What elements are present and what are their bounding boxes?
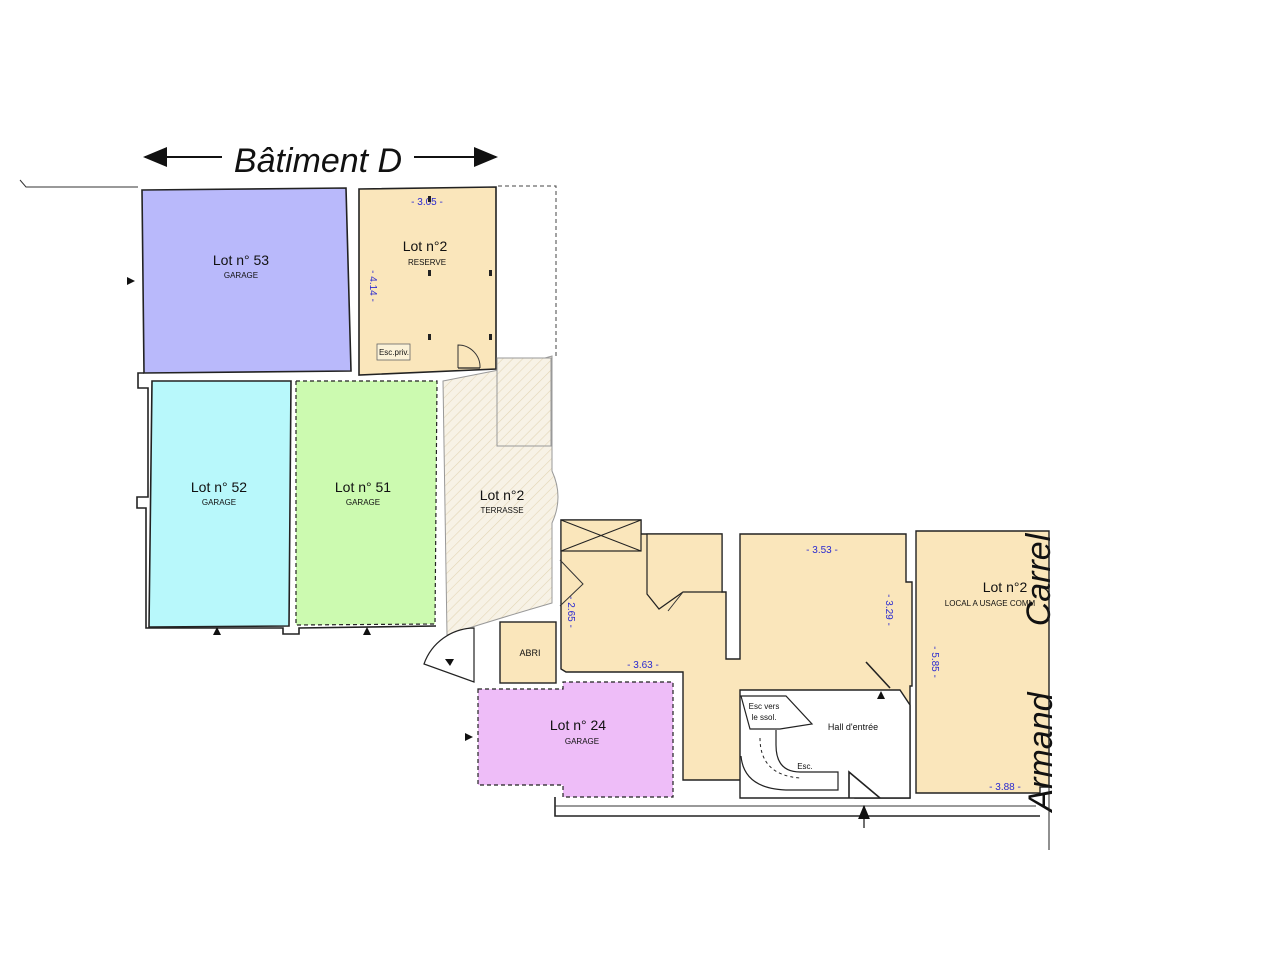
stair-label: Esc. bbox=[797, 762, 813, 771]
lot-2-local-use: LOCAL A USAGE COMM bbox=[945, 599, 1036, 608]
reserve-width-dimension: - 3.05 - bbox=[411, 197, 443, 208]
lot-53-area bbox=[141, 187, 352, 374]
right-room-height-dimension: - 3.29 - bbox=[883, 594, 894, 626]
lot-51-use: GARAGE bbox=[346, 498, 380, 507]
lot-52-use: GARAGE bbox=[202, 498, 236, 507]
garage-outer-wall bbox=[136, 372, 437, 635]
abri-door-swing bbox=[423, 627, 475, 683]
lot-52: Lot n° 52 GARAGE bbox=[148, 380, 292, 628]
hall-label: Hall d'entrée bbox=[828, 722, 878, 732]
lot-2-reserve-use: RESERVE bbox=[408, 258, 446, 267]
street-name-second: Carrel bbox=[1020, 532, 1058, 626]
lot-2-local-title: Lot n°2 bbox=[983, 579, 1028, 595]
street-name-first: Armand bbox=[1022, 691, 1060, 813]
entrance-door-swing bbox=[848, 770, 881, 799]
lot-2-reserve-area bbox=[358, 186, 497, 376]
street-name: Armand Carrel bbox=[1020, 531, 1060, 850]
abri: ABRI bbox=[423, 621, 557, 684]
lot-24-area bbox=[477, 681, 674, 798]
lot-52-title: Lot n° 52 bbox=[191, 479, 247, 495]
corridor-height-dimension: - 2.65 - bbox=[565, 596, 576, 628]
central-width-dimension: - 3.63 - bbox=[627, 660, 659, 671]
abri-area bbox=[499, 621, 557, 684]
entrance-hall: Hall d'entrée Esc vers le ssol. Esc. bbox=[739, 689, 911, 799]
lot-51-title: Lot n° 51 bbox=[335, 479, 391, 495]
reserve-door-swing bbox=[457, 344, 481, 369]
curved-stair bbox=[740, 730, 839, 791]
entry-arrow-lot53 bbox=[127, 277, 135, 285]
right-room-width-dimension: - 3.53 - bbox=[806, 545, 838, 556]
lot-24-use: GARAGE bbox=[565, 737, 599, 746]
entry-arrow-lot52 bbox=[213, 627, 221, 635]
entrance-markers bbox=[127, 277, 885, 828]
hall-door-swing bbox=[865, 661, 891, 689]
lot-24: Lot n° 24 GARAGE bbox=[477, 681, 674, 798]
reserve-dashed-extension bbox=[498, 185, 557, 356]
lot-53-title: Lot n° 53 bbox=[213, 252, 269, 268]
entry-arrow-lot51 bbox=[363, 627, 371, 635]
local-width-dimension: - 3.88 - bbox=[989, 782, 1021, 793]
private-stair-label: Esc.priv. bbox=[379, 348, 409, 357]
lot-2-reserve-title: Lot n°2 bbox=[403, 238, 448, 254]
lot-53: Lot n° 53 GARAGE bbox=[141, 187, 352, 374]
bottom-facade-wall bbox=[554, 797, 1040, 817]
private-stair bbox=[376, 343, 411, 361]
site-boundary-line bbox=[19, 179, 138, 188]
local-height-dimension: - 5.85 - bbox=[929, 646, 940, 678]
stair-basement-line1: Esc vers bbox=[749, 702, 780, 711]
lot-2-reserve: Lot n°2 RESERVE - 3.05 - - 4.14 - Esc.pr… bbox=[358, 185, 557, 376]
abri-label: ABRI bbox=[519, 648, 540, 658]
lot-51-area bbox=[295, 380, 438, 626]
closet-door-swing bbox=[667, 591, 684, 612]
entry-arrow-lot24 bbox=[465, 733, 473, 741]
building-title-group: Bâtiment D bbox=[143, 142, 498, 180]
entry-arrow-terrasse bbox=[445, 659, 454, 666]
building-title: Bâtiment D bbox=[234, 142, 402, 180]
lot-51: Lot n° 51 GARAGE bbox=[295, 380, 438, 626]
terrasse-hatched-block bbox=[496, 357, 552, 447]
lot-2-terrasse-title: Lot n°2 bbox=[480, 487, 525, 503]
corridor-door-swing bbox=[559, 559, 584, 607]
lot-53-use: GARAGE bbox=[224, 271, 258, 280]
stair-basement-line2: le ssol. bbox=[752, 713, 777, 722]
lot-24-title: Lot n° 24 bbox=[550, 717, 606, 733]
lot-2-terrasse-use: TERRASSE bbox=[480, 506, 523, 515]
reserve-height-dimension: - 4.14 - bbox=[367, 270, 378, 302]
entry-arrow-hall bbox=[877, 691, 885, 699]
stair-to-basement bbox=[740, 695, 814, 730]
lot-2-terrasse: Lot n°2 TERRASSE bbox=[442, 355, 559, 636]
lot-52-area bbox=[148, 380, 292, 628]
